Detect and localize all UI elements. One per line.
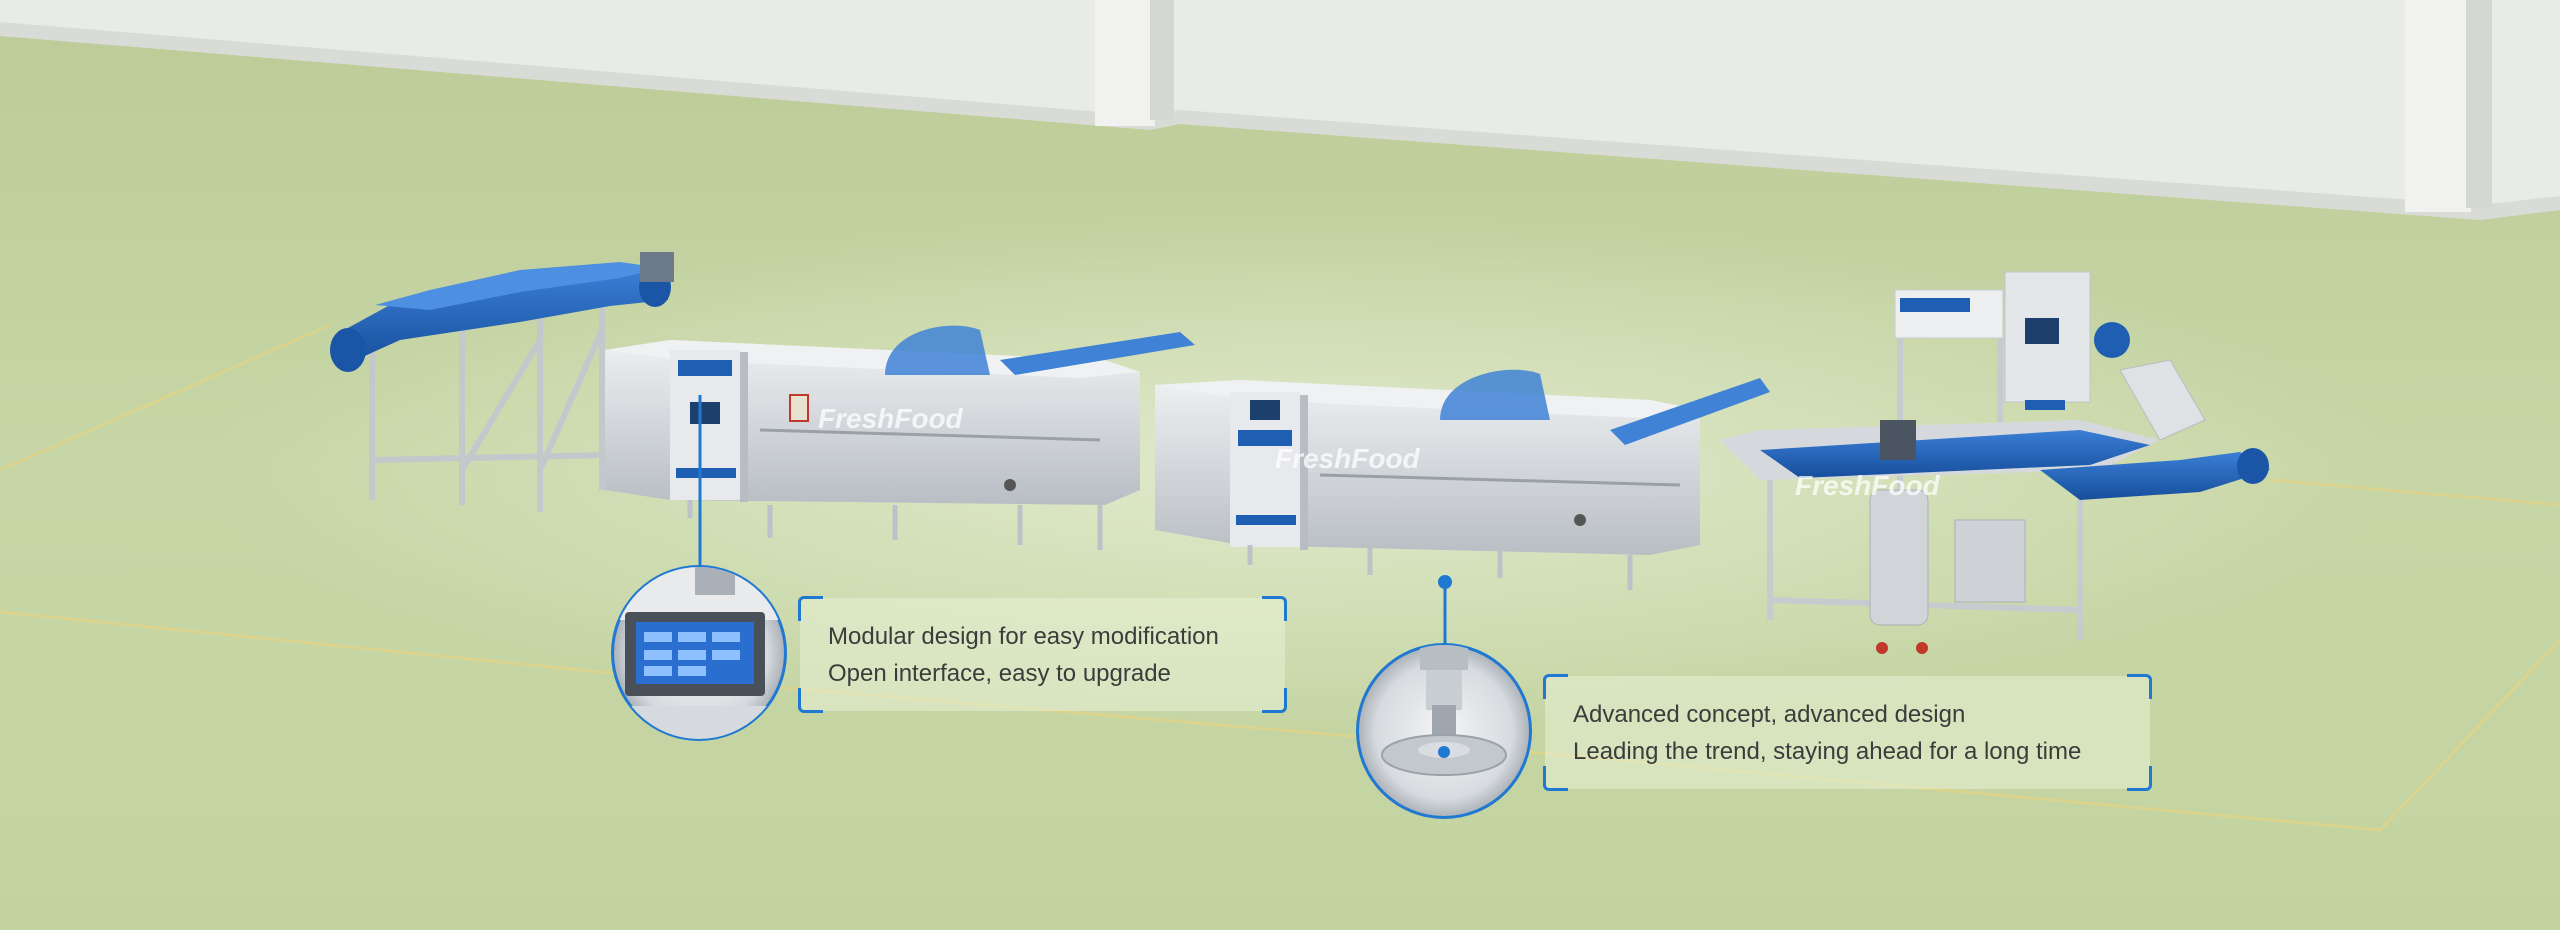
callout-corner [1543,674,1568,699]
washer-module-1 [605,325,1195,550]
washer-module-2 [1155,369,1770,590]
sorting-station [1720,271,2270,654]
watermark-brand-2: FreshFood [1275,443,1421,474]
callout-corner [2127,766,2152,791]
lens-control-panel [611,395,787,741]
callout-corner [2127,674,2152,699]
callout-corner [798,688,823,713]
callout-line-1: Advanced concept, advanced design [1573,700,1966,728]
callout-corner [1543,766,1568,791]
watermark-brand-1: FreshFood [818,403,964,434]
back-wall [0,0,2560,220]
callout-corner [1262,688,1287,713]
lens-adjustable-foot [1356,575,1532,819]
callout-advanced-design: Advanced concept, advanced design Leadin… [1543,674,2152,791]
callout-corner [1262,596,1287,621]
callout-corner [798,596,823,621]
inclined-conveyor [330,252,674,512]
callout-modular-design: Modular design for easy modification Ope… [798,596,1287,713]
watermark-brand-3: FreshFood [1795,470,1941,501]
callout-line-2: Open interface, easy to upgrade [828,659,1171,687]
callout-line-1: Modular design for easy modification [828,622,1219,650]
brand-watermarks: FreshFood FreshFood FreshFood [818,403,1941,501]
callout-line-2: Leading the trend, staying ahead for a l… [1573,737,2082,765]
